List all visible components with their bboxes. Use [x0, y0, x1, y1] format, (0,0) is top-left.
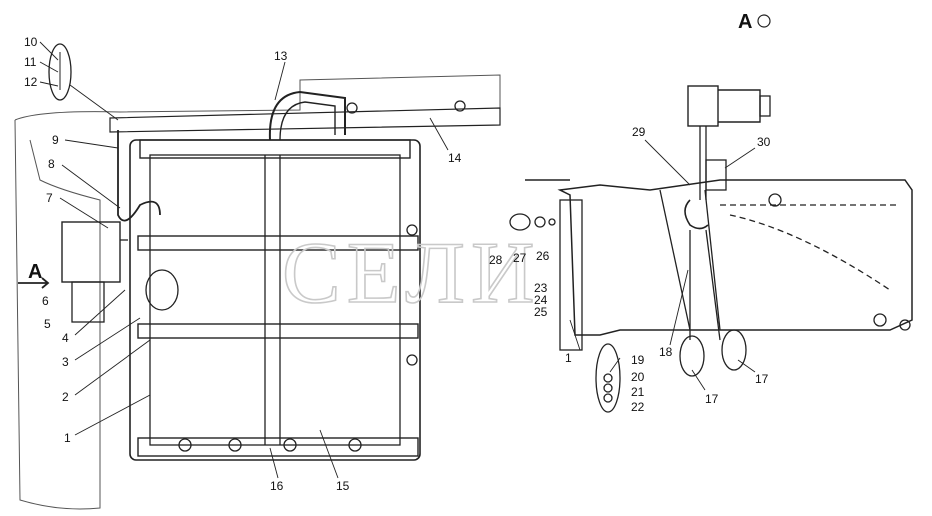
callout-19: 19	[631, 353, 645, 367]
callout-labels: 10 11 12 13 9 8 7 6 5 4 3 2 1 14 16 15 2…	[24, 35, 771, 493]
callout-2: 2	[62, 390, 69, 404]
view-marker: А	[28, 261, 42, 283]
top-tank	[139, 139, 411, 159]
callout-4: 4	[62, 331, 69, 345]
callout-1-right: 1	[565, 351, 572, 365]
pipe	[117, 130, 161, 222]
callout-20: 20	[631, 370, 645, 384]
callout-24: 24	[534, 293, 548, 307]
callout-9: 9	[52, 133, 59, 147]
cab-body-left	[14, 119, 101, 510]
filler-neck	[145, 269, 179, 311]
callout-18: 18	[659, 345, 673, 359]
callout-11: 11	[24, 55, 37, 69]
callout-23: 23	[534, 281, 548, 295]
callout-29: 29	[632, 125, 646, 139]
cab-outline	[14, 74, 501, 121]
callout-7: 7	[46, 191, 53, 205]
mounting-plate	[559, 199, 583, 351]
actuator	[687, 85, 719, 127]
bottom-tank	[137, 437, 419, 457]
detail-ellipse-17b	[721, 329, 747, 371]
callout-13: 13	[274, 49, 288, 63]
view-title-circle-icon	[757, 14, 771, 28]
view-arrow-a	[18, 277, 50, 289]
callout-25: 25	[534, 305, 548, 319]
callout-21: 21	[631, 385, 645, 399]
detail-ellipse-17a	[679, 335, 705, 377]
callout-15: 15	[336, 479, 350, 493]
tank-outline	[557, 179, 913, 336]
pump-body	[61, 221, 121, 283]
callout-30: 30	[757, 135, 771, 149]
leader-lines	[39, 41, 756, 479]
callout-8: 8	[48, 157, 55, 171]
callout-5: 5	[44, 317, 51, 331]
strap-upper	[137, 235, 419, 251]
view-a	[509, 85, 913, 413]
view-title: А	[738, 11, 752, 33]
support-bracket	[659, 189, 721, 331]
callout-1-left: 1	[64, 431, 71, 445]
detail-bolt-ellipse	[48, 43, 72, 101]
callout-6: 6	[42, 294, 49, 308]
radiator-core	[149, 154, 401, 446]
callout-27: 27	[513, 251, 527, 265]
watermark: СЕЛИ	[282, 225, 541, 322]
hose	[268, 90, 346, 141]
callout-3: 3	[62, 355, 69, 369]
bracket-30	[705, 159, 727, 191]
callout-16: 16	[270, 479, 284, 493]
main-view	[14, 43, 501, 510]
callout-22: 22	[631, 400, 645, 414]
callout-12: 12	[24, 75, 38, 89]
callout-10: 10	[24, 35, 38, 49]
actuator-cylinder	[718, 89, 761, 123]
callout-17-right: 17	[755, 372, 769, 386]
callout-28: 28	[489, 253, 503, 267]
callout-14: 14	[448, 151, 462, 165]
washer-stack	[595, 343, 621, 413]
strap-lower	[137, 323, 419, 339]
top-rail	[109, 107, 501, 133]
callout-26: 26	[536, 249, 550, 263]
callout-17-left: 17	[705, 392, 719, 406]
